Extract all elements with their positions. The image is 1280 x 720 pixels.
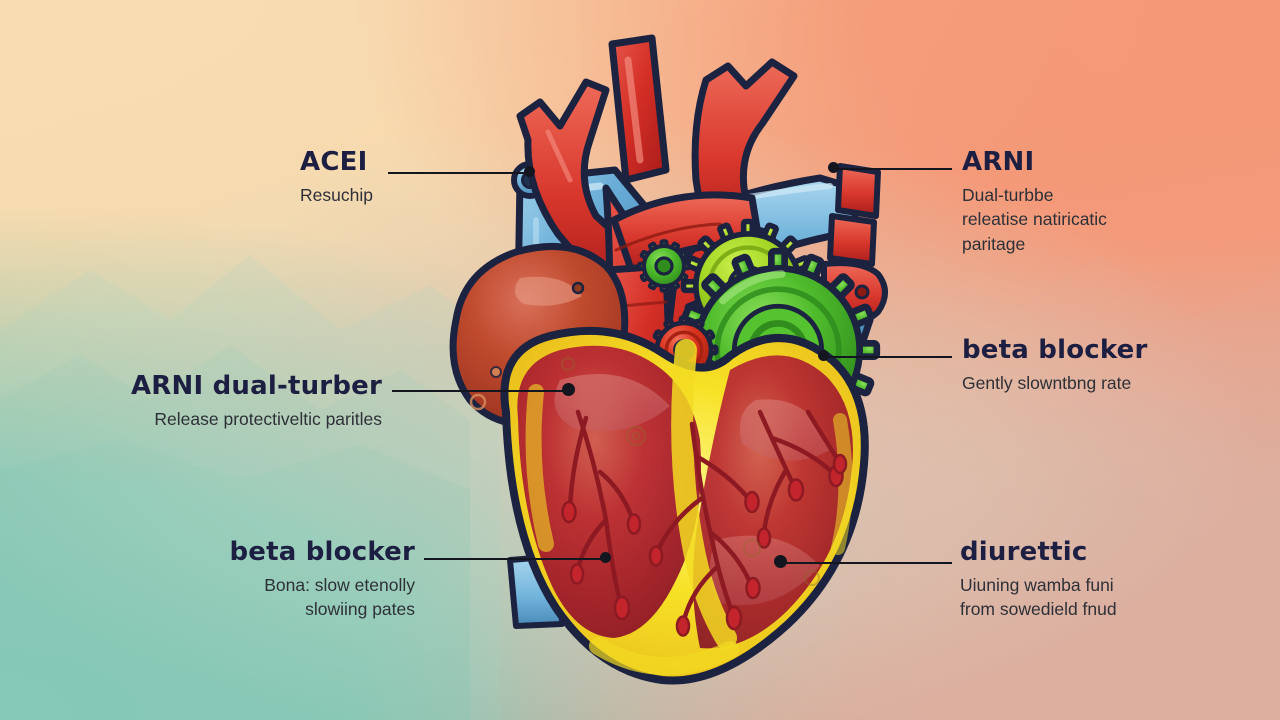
annotation-arni-dual-turber-title: ARNI dual-turber [130,371,382,401]
annotation-arni-subtitle: Dual-turbbe releatise natiricatic parita… [962,183,1107,258]
annotation-arni-subtitle-line-1: Dual-turbbe [962,184,1054,205]
annotation-diuretic-subtitle: Uiuning wamba funi from sowedield fnud [960,573,1117,623]
annotation-acei-title: ACEI [300,147,368,177]
annotation-arni: ARNI Dual-turbbe releatise natiricatic p… [962,148,1107,257]
annotation-arni-dual-turber-subtitle-line-1: Release protectiveltic paritles [154,408,382,429]
annotation-arni-dual-turber: ARNI dual-turber Release protectiveltic … [0,372,382,431]
annotation-acei-subtitle-line-1: Resuchip [300,184,373,205]
target-dot-beta-blocker-right [818,350,829,361]
leader-line-acei [388,172,531,174]
leader-line-arni [836,168,952,170]
annotation-beta-blocker-right: beta blocker Gently slowntbng rate [962,336,1148,395]
annotation-beta-blocker-right-subtitle-line-1: Gently slowntbng rate [962,372,1132,393]
annotation-diuretic-subtitle-line-1: Uiuning wamba funi [960,574,1114,595]
coronary-arteries [567,409,841,623]
annotation-beta-blocker-right-subtitle: Gently slowntbng rate [962,371,1148,396]
annotation-diuretic-title: diurettic [960,537,1088,567]
heart-illustration [449,34,888,685]
ventricle-body [500,326,869,685]
leader-line-arni-dual-turber [392,390,570,392]
annotation-diuretic: diurettic Uiuning wamba funi from sowedi… [960,538,1117,622]
annotation-arni-subtitle-line-2: releatise natiricatic [962,209,1107,230]
target-dot-beta-blocker-left [600,552,611,563]
annotation-diuretic-subtitle-line-2: from sowedield fnud [960,599,1117,620]
annotation-arni-title: ARNI [962,147,1035,177]
coronary-terminals [561,453,848,637]
target-dot-diuretic [774,555,787,568]
leader-line-beta-blocker-left [424,558,608,560]
target-dot-arni [828,162,839,173]
annotation-beta-blocker-left-title: beta blocker [229,537,415,567]
annotation-arni-subtitle-line-3: paritage [962,234,1026,255]
leader-line-diuretic [782,562,952,564]
annotation-acei: ACEI Resuchip [300,148,373,207]
target-dot-acei [524,166,535,177]
annotation-beta-blocker-right-title: beta blocker [962,335,1148,365]
annotation-beta-blocker-left-subtitle-line-1: Bona: slow etenolly [264,574,415,595]
texture-marks [561,357,820,586]
leader-line-beta-blocker-right [824,356,952,358]
annotation-beta-blocker-left-subtitle: Bona: slow etenolly slowiing pates [30,573,415,623]
annotation-beta-blocker-left-subtitle-line-2: slowiing pates [305,599,415,620]
annotation-acei-subtitle: Resuchip [300,183,373,208]
annotation-arni-dual-turber-subtitle: Release protectiveltic paritles [0,407,382,432]
annotation-beta-blocker-left: beta blocker Bona: slow etenolly slowiin… [30,538,415,622]
target-dot-arni-dual-turber [562,383,575,396]
small-green-gear-upper [639,241,689,291]
